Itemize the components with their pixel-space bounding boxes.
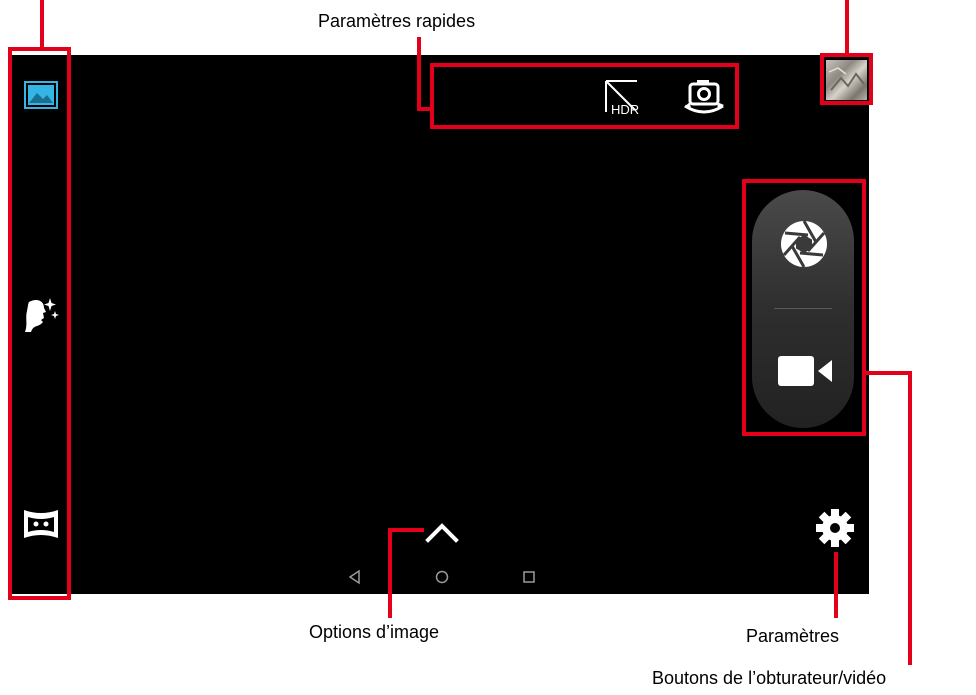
- camera-viewfinder[interactable]: [12, 55, 869, 594]
- shutter-video-panel: [752, 190, 854, 428]
- callout-line-shutter-v: [908, 371, 912, 665]
- callout-box-gallery: [820, 53, 873, 105]
- gallery-thumbnail[interactable]: [826, 60, 867, 100]
- callout-line-quick-settings-v: [417, 37, 421, 111]
- switch-camera-icon[interactable]: [681, 78, 727, 118]
- callout-line-shutter-h: [862, 371, 912, 375]
- chevron-up-icon: [425, 523, 459, 543]
- callout-line-quick-settings-h: [417, 107, 433, 111]
- callout-box-shutter-video: [742, 179, 866, 436]
- hdr-off-icon[interactable]: HDR: [603, 78, 645, 117]
- recents-square-icon: [523, 571, 535, 583]
- callout-line-modes: [40, 0, 44, 50]
- callout-line-settings: [834, 552, 838, 618]
- callout-line-gallery: [845, 0, 849, 56]
- video-record-button[interactable]: [752, 310, 854, 428]
- nav-home-button[interactable]: [434, 569, 450, 585]
- face-sparkle-icon[interactable]: [22, 294, 60, 336]
- label-shutter-video: Boutons de l’obturateur/vidéo: [652, 668, 887, 688]
- callout-box-quick-settings: [430, 63, 739, 129]
- image-options-button[interactable]: [424, 520, 460, 544]
- mode-photo-icon[interactable]: [24, 80, 58, 110]
- hdr-label: HDR: [611, 102, 639, 116]
- nav-recents-button[interactable]: [521, 569, 537, 585]
- home-circle-icon: [435, 570, 449, 584]
- nav-back-button[interactable]: [347, 569, 363, 585]
- callout-line-image-options-v: [388, 528, 392, 618]
- gear-icon: [816, 509, 854, 547]
- shutter-button[interactable]: [752, 190, 854, 308]
- settings-button[interactable]: [815, 508, 855, 548]
- label-image-options: Options d’image: [309, 622, 440, 642]
- back-triangle-icon: [348, 569, 360, 585]
- callout-line-image-options-h: [388, 528, 424, 532]
- aperture-shutter-icon: [781, 220, 827, 268]
- label-quick-settings: Paramètres rapides: [318, 11, 476, 31]
- panorama-icon[interactable]: [22, 508, 60, 540]
- panel-divider: [774, 308, 832, 309]
- label-settings: Paramètres: [746, 626, 840, 646]
- video-camera-icon: [778, 356, 832, 386]
- callout-box-modes: [8, 47, 71, 600]
